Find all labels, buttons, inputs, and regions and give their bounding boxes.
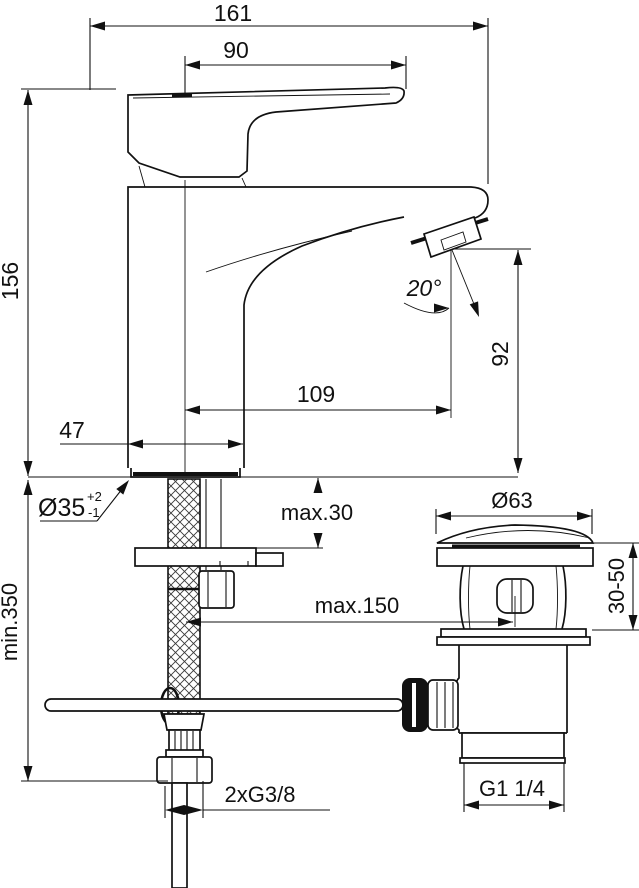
dim-mount-hole-tol-minus: -1 <box>88 505 100 520</box>
dim-spout-reach: 109 <box>297 381 335 407</box>
mounting-washer <box>134 547 284 567</box>
dimension-labels: 161 90 156 20° 92 109 47 Ø35 +2 -1 max.3… <box>0 0 629 807</box>
dim-spout-angle: 20° <box>406 275 442 301</box>
dim-hose-min: min.350 <box>0 583 22 661</box>
waste-thread-section <box>461 732 565 759</box>
dim-waste-cap: Ø63 <box>491 488 533 513</box>
dim-base-depth: 47 <box>59 417 85 443</box>
dim-rod-max: max.150 <box>315 593 399 618</box>
pop-up-rod <box>44 686 404 726</box>
dim-handle-length: 90 <box>223 37 249 63</box>
pop-up-waste <box>436 524 595 764</box>
mounting-nut <box>198 570 235 609</box>
dim-mount-hole-tol-plus: +2 <box>87 489 102 504</box>
rod-joint <box>402 678 459 732</box>
dim-total-height: 156 <box>0 262 23 300</box>
dim-inlet-thread: 2xG3/8 <box>225 782 296 807</box>
hose-nut <box>156 756 213 784</box>
dim-overall-width: 161 <box>214 0 252 26</box>
faucet-body <box>127 186 489 478</box>
dim-waste-thread: G1 1/4 <box>479 776 545 801</box>
dim-waste-range: 30-50 <box>604 558 629 614</box>
dim-deck-max: max.30 <box>281 500 353 525</box>
aerator-outlet <box>422 215 483 259</box>
dim-outlet-height: 92 <box>487 341 513 367</box>
hose-end-fitting <box>156 713 213 888</box>
flexible-braided-hose <box>167 478 201 715</box>
inlet-pipe <box>171 782 188 888</box>
dim-mount-hole: Ø35 <box>38 494 85 522</box>
faucet-handle <box>127 86 405 188</box>
waste-flange <box>436 547 594 567</box>
waste-cap <box>436 524 595 544</box>
dimension-lines <box>21 18 639 818</box>
